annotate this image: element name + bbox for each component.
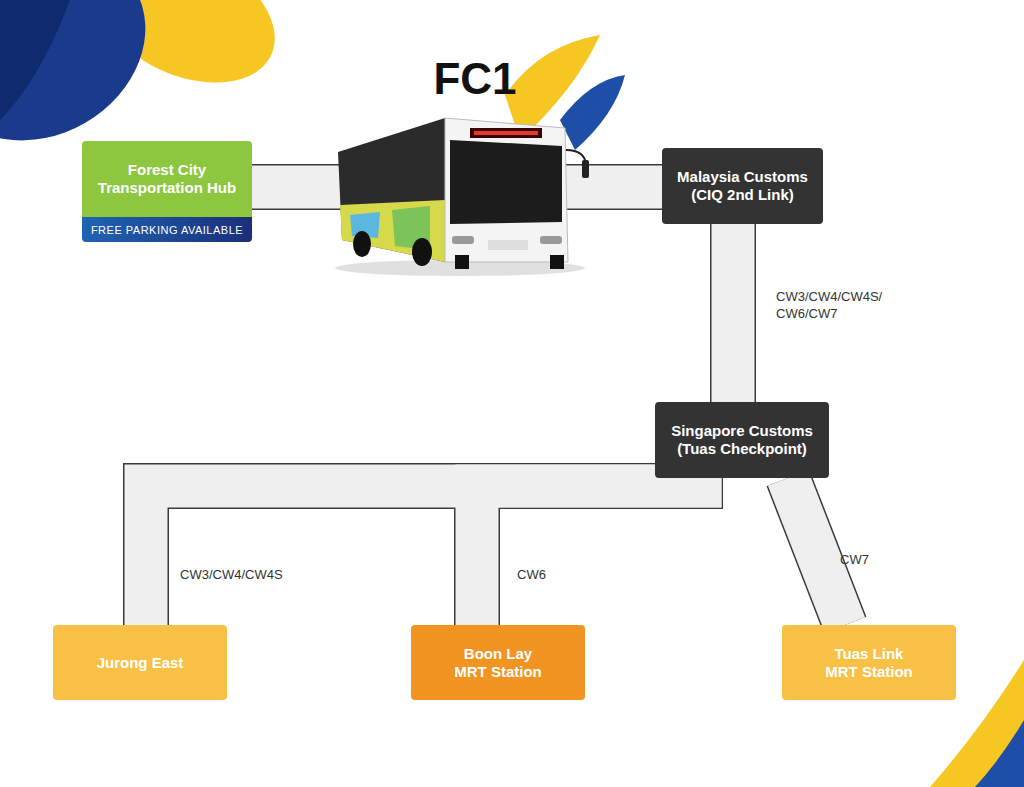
route-label: CW7 (840, 551, 869, 568)
bus-destination-led (474, 131, 538, 135)
destination-box: Jurong East (53, 625, 227, 700)
road-connector (710, 224, 756, 402)
road-connector (788, 478, 845, 625)
customs-box: Malaysia Customs (CIQ 2nd Link) (662, 148, 823, 224)
hub-main-panel: Forest City Transportation Hub (82, 141, 252, 217)
route-label: CW3/CW4/CW4S/ CW6/CW7 (776, 288, 906, 322)
customs-box: Singapore Customs (Tuas Checkpoint) (655, 402, 829, 478)
road-connector (477, 478, 700, 625)
bus-windshield (450, 140, 562, 224)
bus-destination-sign (470, 128, 542, 138)
bus-wheel (455, 255, 469, 269)
road-connector-fill (477, 478, 700, 625)
bus-mirror (582, 160, 589, 178)
bus-headlight (540, 236, 562, 244)
road-connector-fill (146, 478, 700, 625)
node-title: Jurong East (97, 654, 184, 672)
hub-strip: FREE PARKING AVAILABLE (82, 217, 252, 242)
terminal-box: Forest City Transportation HubFREE PARKI… (82, 141, 252, 242)
navy-blob (0, 0, 70, 120)
road-connector-fill (788, 478, 845, 625)
node-note: FREE PARKING AVAILABLE (91, 221, 243, 239)
bus-grille (488, 240, 528, 250)
bus-wheel (353, 231, 371, 257)
destination-box: Boon Lay MRT Station (411, 625, 585, 700)
node-title: Malaysia Customs (CIQ 2nd Link) (670, 168, 815, 204)
route-label: CW6 (517, 566, 546, 583)
node-title: Boon Lay MRT Station (448, 645, 548, 681)
blue-corner (975, 720, 1024, 787)
road-connector (146, 478, 700, 625)
node-title: Forest City Transportation Hub (90, 161, 244, 197)
route-label: CW3/CW4/CW4S (180, 566, 283, 583)
bus-headlight (452, 236, 474, 244)
blue-swoosh (560, 75, 625, 150)
bus-wheel (412, 238, 432, 266)
node-title: Tuas Link MRT Station (819, 645, 919, 681)
node-title: Singapore Customs (Tuas Checkpoint) (663, 422, 821, 458)
bus-side (338, 118, 445, 262)
road-connector-fill (712, 224, 755, 402)
bus-wheel (550, 255, 564, 269)
diagram-title: FC1 (420, 54, 530, 104)
destination-box: Tuas Link MRT Station (782, 625, 956, 700)
bus-front (445, 118, 568, 262)
